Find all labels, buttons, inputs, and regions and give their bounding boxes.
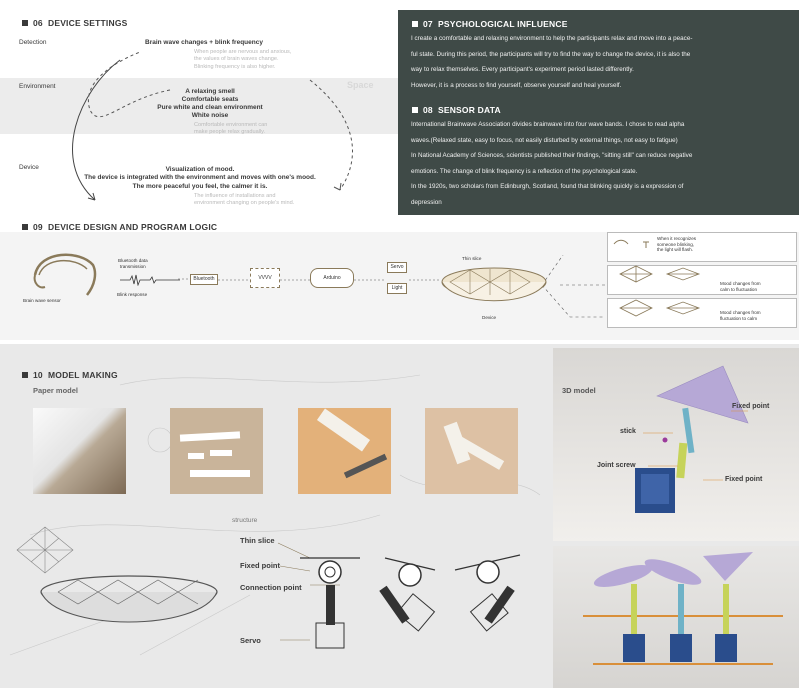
section-bullet-icon bbox=[412, 21, 418, 27]
section-bullet-icon bbox=[22, 20, 28, 26]
paper-photo-1 bbox=[33, 408, 126, 494]
structure-label: structure bbox=[232, 517, 258, 524]
section-09-heading: 09 DEVICE DESIGN AND PROGRAM LOGIC bbox=[22, 222, 217, 232]
light-box: Light bbox=[387, 283, 407, 294]
bowl-sketch bbox=[40, 575, 218, 623]
paper-model-label: Paper model bbox=[33, 386, 79, 395]
output-calm-fluct bbox=[607, 265, 797, 295]
row-label-device: Device bbox=[19, 164, 39, 171]
sensor-label: Brain wave sensor bbox=[23, 298, 61, 303]
arduino-box: Arduino bbox=[310, 268, 354, 288]
mechanism-sketches bbox=[277, 542, 521, 649]
detection-note: When people are nervous and anxious,the … bbox=[194, 49, 292, 70]
device-label: Device bbox=[482, 315, 497, 320]
section-10-heading: 10 MODEL MAKING bbox=[22, 370, 118, 380]
row-label-environment: Environment bbox=[19, 83, 56, 90]
paper-photo-3 bbox=[298, 408, 391, 494]
sensor-text: International Brainwave Association divi… bbox=[411, 121, 693, 206]
3d-model-render bbox=[635, 365, 749, 513]
paper-photo-4 bbox=[425, 408, 518, 494]
triangle-grid-sketch bbox=[16, 526, 74, 574]
label-3d-fixed-point-top: Fixed point bbox=[732, 403, 770, 410]
label-3d-fixed-point-bottom: Fixed point bbox=[725, 476, 763, 483]
label-3d-joint-screw: Joint screw bbox=[597, 462, 636, 469]
device-bowl-icon bbox=[441, 267, 547, 302]
section-bullet-icon bbox=[412, 107, 418, 113]
row-label-detection: Detection bbox=[19, 39, 47, 46]
paper-photo-2 bbox=[170, 408, 263, 494]
section-bullet-icon bbox=[22, 224, 28, 230]
blink-label: Blink response bbox=[117, 292, 148, 297]
output-blink bbox=[607, 232, 797, 262]
3d-model-panel bbox=[553, 348, 799, 541]
section-06-heading: 06 DEVICE SETTINGS bbox=[22, 18, 128, 28]
label-thin-slice: Thin slice bbox=[240, 536, 275, 545]
output-icons bbox=[613, 239, 701, 317]
headband-icon bbox=[33, 253, 97, 296]
space-word: Space bbox=[347, 80, 374, 90]
sketch-background bbox=[9, 374, 541, 656]
section-07-heading: 07 PSYCHOLOGICAL INFLUENCE bbox=[412, 19, 568, 29]
psych-sensor-panel: 07 PSYCHOLOGICAL INFLUENCE I create a co… bbox=[398, 10, 799, 215]
label-fixed-point: Fixed point bbox=[240, 561, 280, 570]
label-connection-point: Connection point bbox=[240, 583, 302, 592]
bluetooth-box: Bluetooth bbox=[190, 274, 218, 285]
thin-slice-label: Thin slice bbox=[462, 256, 482, 261]
label-3d-stick: stick bbox=[620, 428, 636, 435]
logic-arrows bbox=[178, 255, 605, 318]
psych-text: I create a comfortable and relaxing envi… bbox=[411, 35, 693, 89]
device-description: Visualization of mood.The device is inte… bbox=[84, 166, 316, 190]
servo-box: Servo bbox=[387, 262, 407, 273]
cycle-arrows bbox=[72, 51, 353, 201]
3d-render-2-art bbox=[583, 552, 783, 665]
detection-title: Brain wave changes + blink frequency bbox=[145, 39, 263, 46]
label-servo: Servo bbox=[240, 636, 261, 645]
wave-icon bbox=[120, 274, 180, 286]
signal-box: VVVV bbox=[250, 268, 280, 288]
output-fluct-calm bbox=[607, 298, 797, 328]
section-08-heading: 08 SENSOR DATA bbox=[412, 105, 501, 115]
section-bullet-icon bbox=[22, 372, 28, 378]
3d-model-label: 3D model bbox=[562, 386, 596, 395]
environment-strip bbox=[0, 78, 399, 134]
